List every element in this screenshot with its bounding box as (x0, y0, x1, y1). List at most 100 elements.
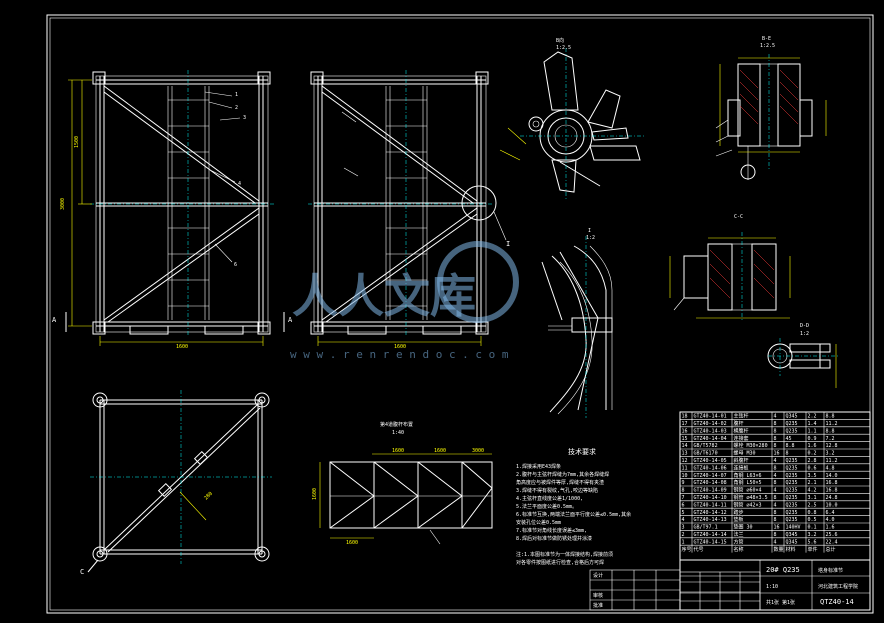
section-b-title: B向 (556, 37, 564, 44)
plan-view (87, 390, 272, 573)
watermark-brand: 人人文库 (292, 269, 476, 323)
parts-table-cell: 2.2 (808, 414, 817, 420)
parts-table-cell: GTZ40-14-07 (694, 473, 727, 479)
parts-table-cell: GTZ40-14-02 (694, 421, 727, 427)
parts-table-cell: 16.8 (826, 488, 838, 494)
title-check: 审核 (593, 592, 603, 599)
parts-table-cell: 8 (774, 495, 777, 501)
title-design: 设计 (593, 572, 603, 579)
tech-line: 8.焊后对标准节做防锈处理并涂漆 (516, 535, 592, 542)
parts-table-cell: GTZ40-14-06 (694, 465, 727, 471)
section-be-view (715, 54, 827, 180)
title-school: 河北建筑工程学院 (818, 583, 858, 590)
tech-line: 角高度应与被焊件等厚,焊缝不得有夹渣 (516, 479, 604, 486)
tech-line: 注:1.本图标准节为一体焊接结构,焊接前须 (516, 551, 613, 558)
section-cc-title: C-C (734, 214, 743, 220)
section-dd-scale: 1:2 (800, 331, 809, 337)
parts-table-cell: 2.8 (808, 458, 817, 464)
parts-table-header-cell: 总计 (826, 546, 836, 553)
front-width-dim: 1600 (176, 344, 188, 350)
parts-table-cell: 8 (774, 480, 777, 486)
title-approve: 批准 (593, 602, 603, 609)
parts-table-cell: GB/T5782 (694, 443, 718, 449)
parts-table-cell: 钢管 ∅60×4 (734, 487, 762, 494)
parts-table-cell: GTZ40-14-14 (694, 532, 727, 538)
parts-table-cell: 6 (682, 502, 685, 508)
parts-table-cell: 腹杆 (734, 420, 744, 427)
parts-table-cell: 8 (786, 451, 789, 457)
parts-table-cell: GTZ40-14-01 (694, 414, 727, 420)
detail-i-view (541, 236, 613, 418)
parts-table-cell: 1 (682, 539, 685, 545)
tech-line: 7.标准节对角线长度误差≤3mm, (516, 527, 587, 534)
parts-table-cell: 8 (774, 532, 777, 538)
parts-table-cell: 11 (682, 465, 688, 471)
parts-table-cell: Q345 (786, 539, 798, 545)
parts-table-cell: GTZ40-14-12 (694, 510, 727, 516)
parts-table-cell: 12 (682, 458, 688, 464)
parts-table-cell: GTZ40-14-15 (694, 539, 727, 545)
parts-table-cell: 6.4 (826, 510, 835, 516)
parts-table-cell: 8 (774, 517, 777, 523)
parts-table-cell: 4 (774, 414, 777, 420)
tech-line: 1.焊接采用E43焊条 (516, 463, 561, 470)
parts-table-cell: 4 (774, 458, 777, 464)
parts-table-cell: 主弦杆 (734, 413, 749, 420)
parts-table-cell: 17 (682, 421, 688, 427)
title-drawing-name: 塔身标准节 (818, 567, 843, 574)
parts-table-cell: 9 (682, 480, 685, 486)
parts-table-cell: 18 (682, 414, 688, 420)
section-b-view (499, 48, 646, 200)
parts-table-cell: Q235 (786, 517, 798, 523)
parts-table-cell: 0.2 (808, 451, 817, 457)
parts-table-cell: 3.2 (808, 532, 817, 538)
parts-table-cell: 4 (774, 539, 777, 545)
parts-table-cell: 2 (682, 532, 685, 538)
parts-table-cell: Q235 (786, 421, 798, 427)
tech-requirements-list: 1.焊接采用E43焊条 2.腹杆与主弦杆焊缝为7mm,其余各焊缝焊 角高度应与被… (516, 463, 631, 566)
lattice-top-dim-2: 1600 (434, 448, 446, 454)
parts-table-cell: 0.1 (808, 525, 817, 531)
front-elevation-view (65, 70, 285, 346)
title-material: 20# Q235 (766, 566, 800, 574)
parts-table-cell: 16 (774, 525, 780, 531)
tech-requirements-heading: 技术要求 (568, 447, 596, 456)
side-width-dim: 1600 (394, 344, 406, 350)
parts-table-cell: 13 (682, 451, 688, 457)
parts-table-cell: GB/T6170 (694, 451, 718, 457)
watermark-url: w w w . r e n r e n d o c . c o m (290, 348, 509, 361)
parts-table-cell: GTZ40-14-03 (694, 428, 727, 434)
parts-table-cell: 钢管 ∅42×3 (734, 501, 762, 508)
parts-table-cell: 16.8 (826, 480, 838, 486)
parts-table-header-cell: 单件 (808, 546, 818, 553)
parts-table-cell: GB/T97.1 (694, 525, 718, 531)
section-mark-a-right: A (288, 316, 293, 324)
parts-table-cell: 8 (774, 465, 777, 471)
section-mark-a-left: A (52, 316, 57, 324)
parts-table-cell: 2.1 (808, 480, 817, 486)
parts-table-cell: 5.6 (808, 539, 817, 545)
tech-line: 2.腹杆与主弦杆焊缝为7mm,其余各焊缝焊 (516, 471, 609, 478)
tech-line: 6.标准节互换,两端法兰面平行度公差≤0.5mm,其余 (516, 511, 631, 518)
parts-table-cell: 垫板 (734, 516, 744, 523)
parts-table-cell: GTZ40-14-13 (694, 517, 727, 523)
title-sheet: 共1张 第1张 (766, 599, 795, 606)
parts-table-cell: 140HV (786, 525, 801, 531)
tech-line: 5.法兰平面度公差0.5mm。 (516, 503, 577, 510)
parts-table-cell: 垫圈 30 (734, 524, 753, 531)
parts-table-cell: 3.5 (808, 473, 817, 479)
detail-i-callout: I (506, 240, 510, 248)
parts-table-cell: 8.8 (786, 443, 795, 449)
parts-table-cell: 4.2 (808, 488, 817, 494)
parts-table-cell: 4.8 (826, 465, 835, 471)
parts-table-cell: Q235 (786, 510, 798, 516)
parts-table-cell: 斜腹杆 (734, 457, 749, 464)
lattice-layout-view (319, 453, 493, 545)
parts-table-cell: 连接套 (734, 435, 749, 442)
parts-table-cell: Q235 (786, 458, 798, 464)
parts-table-cell: 钢管 ∅48×3.5 (734, 494, 768, 501)
parts-table-cell: 25.6 (826, 532, 838, 538)
parts-table-header-cell: 代号 (694, 546, 704, 553)
parts-table-cell: 15 (682, 436, 688, 442)
title-scale: 1:10 (766, 584, 778, 590)
